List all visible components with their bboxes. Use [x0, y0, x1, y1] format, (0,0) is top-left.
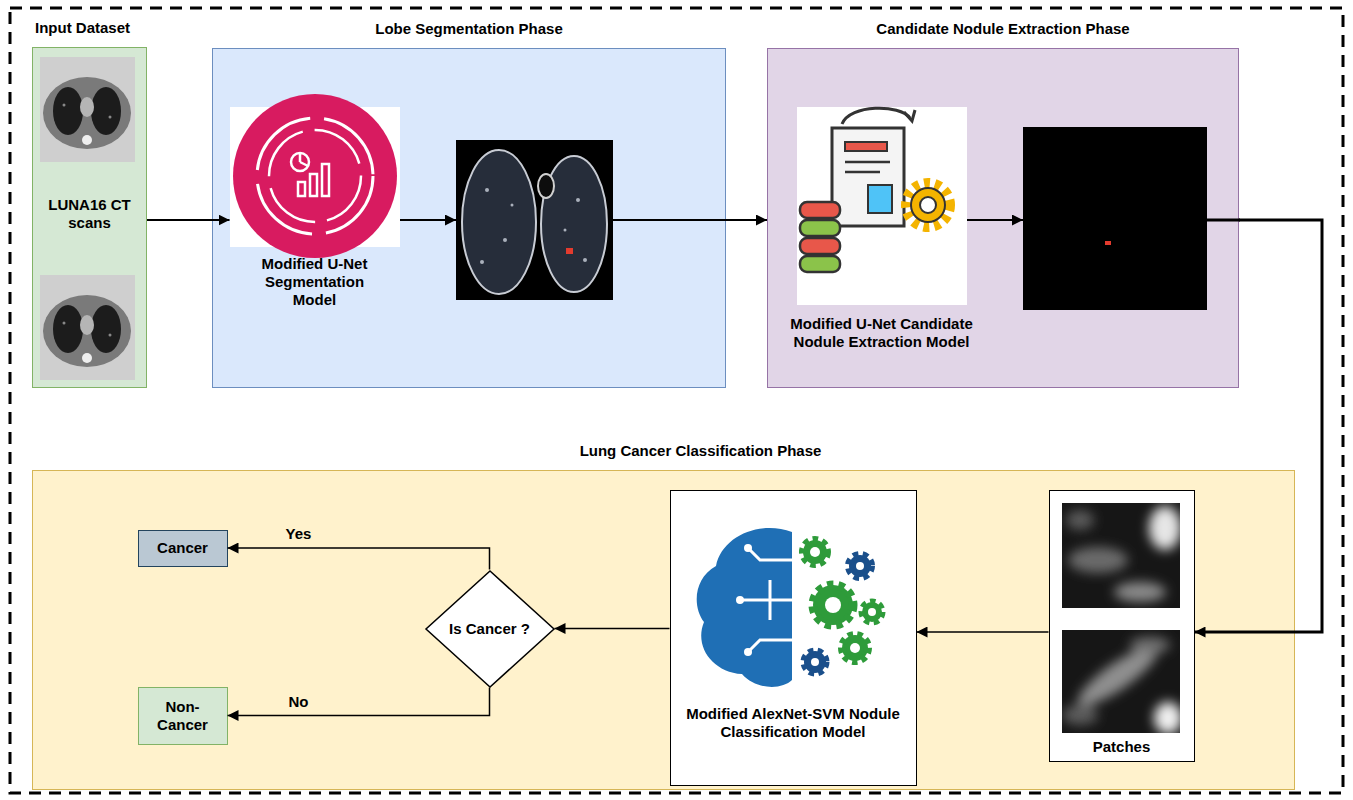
segmented-lung-image [456, 140, 613, 300]
outcome-box: Non-Cancer [138, 687, 228, 745]
phase-heading: Candidate Nodule Extraction Phase [876, 20, 1129, 38]
flow-arrow [917, 631, 1049, 633]
patch-image [1062, 503, 1182, 734]
flow-arrow [1195, 220, 1323, 632]
flow-arrow [228, 688, 490, 716]
phase-heading: Input Dataset [35, 19, 130, 37]
flow-arrow [555, 628, 670, 630]
flow-arrow [228, 548, 490, 570]
edge-label: No [286, 693, 312, 711]
classifier-icon [697, 528, 882, 687]
edge-label: Yes [283, 525, 315, 543]
node-label: Is Cancer ? [449, 620, 530, 638]
nodule-mask-image [1023, 127, 1207, 310]
phase-heading: Lung Cancer Classification Phase [580, 442, 822, 460]
node-label: Modified U-Net Candidate Nodule Extracti… [772, 315, 992, 351]
flow-arrow [400, 219, 456, 221]
segmentation-icon [233, 94, 397, 258]
phase-heading: Lobe Segmentation Phase [375, 20, 563, 38]
node-label: LUNA16 CT scans [37, 196, 142, 232]
node-label: Non-Cancer [147, 698, 219, 734]
flow-arrow [726, 219, 767, 221]
ct-scan-image [40, 57, 135, 380]
flow-line [613, 219, 727, 221]
flow-arrow [967, 219, 1023, 221]
outcome-box: Cancer [138, 530, 228, 567]
extraction-icon [800, 108, 950, 272]
decision-diamond: Is Cancer ? [425, 570, 555, 688]
node-label: Modified AlexNet-SVM Nodule Classificati… [679, 705, 908, 741]
flow-line [1207, 219, 1240, 222]
node-label: Modified U-Net Segmentation Model [250, 255, 380, 309]
node-label: Cancer [157, 539, 208, 557]
flow-arrow [147, 219, 230, 221]
node-label: Patches [1050, 738, 1194, 756]
diamond-shape [426, 571, 554, 687]
dashed-frame [10, 8, 1343, 793]
